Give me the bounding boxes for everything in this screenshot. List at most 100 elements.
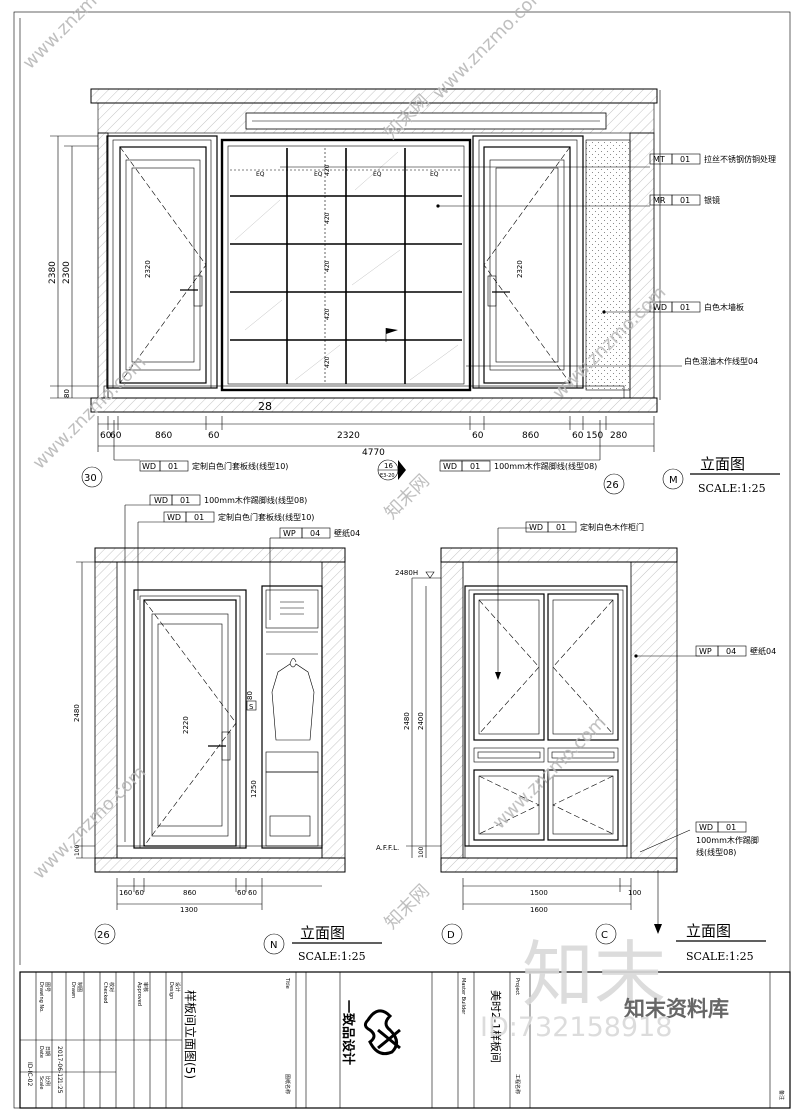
callout-mb-2-code: WD <box>443 462 457 471</box>
tb-scale: 1:25 <box>56 1080 63 1094</box>
callout-mb-1-code: WD <box>142 462 156 471</box>
n-dim-left-1: 2480 <box>73 704 81 722</box>
tb-label-scale: Scale <box>38 1076 44 1089</box>
callout-n-1-text: 100mm木作踢脚线(线型08) <box>204 495 307 505</box>
n-dim-b-2: 60 <box>135 889 144 897</box>
tb-label-drawing-no: Drawing No. <box>38 982 44 1013</box>
section-marker-bottom: E3-20 <box>380 473 395 479</box>
d-axis-right: C <box>601 930 608 941</box>
n-tag-label: S <box>249 703 254 711</box>
n-wardrobe <box>261 585 323 849</box>
d-dim-b-2: 100 <box>628 889 641 897</box>
flag-mark <box>386 328 398 334</box>
callout-n-1-num: 01 <box>180 496 190 505</box>
n-tag <box>246 700 257 711</box>
callout-d-2-text: 壁纸04 <box>750 646 776 656</box>
wm-site-1: www.znzmo.com <box>19 0 141 74</box>
d-door-bl <box>473 769 545 841</box>
tb-label-jiaodui: 校对 <box>108 982 115 992</box>
elevation-m-scale: SCALE:1:25 <box>698 482 766 495</box>
callout-n-2-text: 定制白色门套板线(线型10) <box>218 512 314 522</box>
d-wall-left <box>440 561 464 859</box>
tb-label-title: Title <box>284 977 290 989</box>
callout-d-3-code: WD <box>699 823 713 832</box>
callout-n-2-code: WD <box>167 513 181 522</box>
callout-m-2-text: 银镜 <box>704 195 720 205</box>
d-ceiling <box>440 547 678 563</box>
glass-dim-1: EQ <box>256 171 265 178</box>
d-dim-total: 1600 <box>530 906 548 914</box>
dim-b-4: 60 <box>208 431 220 441</box>
elevation-n-letter: N <box>270 940 277 951</box>
wall-right <box>629 132 655 399</box>
n-axis-marker <box>94 923 116 945</box>
tb-label-date: Date <box>38 1046 44 1058</box>
d-door-tr <box>547 593 619 741</box>
dim-b-9: 150 <box>586 431 603 441</box>
d-wall-right <box>630 561 678 859</box>
wm-brand-3: 知末网 <box>381 881 434 934</box>
elevation-n-scale: SCALE:1:25 <box>298 950 366 963</box>
tb-drawing-no: ID-IC-02 <box>26 1062 33 1086</box>
dim-b-3: 860 <box>155 431 172 441</box>
elevation-m-letter-marker <box>662 468 684 490</box>
n-shirt-icon <box>271 663 315 741</box>
dim-b-2: 60 <box>110 431 122 441</box>
callout-d-3-num: 01 <box>726 823 736 832</box>
dim-left-chain: 2380 2300 80 <box>48 135 98 399</box>
door-right-frame <box>472 135 584 389</box>
door-left-height: 2320 <box>144 260 152 278</box>
n-dim-b-1: 160 <box>119 889 132 897</box>
glass-row-dim-4: 420 <box>324 308 331 320</box>
axis-26-marker <box>603 473 625 495</box>
wm-id: ID:732158918 <box>480 1012 672 1043</box>
mirror-frame <box>220 138 472 392</box>
n-dim-left-2: 100 <box>74 844 81 856</box>
glass-row-dim-2: 420 <box>324 212 331 224</box>
n-wall-right <box>321 561 346 859</box>
dim-b-7: 860 <box>522 431 539 441</box>
tb-label-drawn: Drawn <box>70 982 76 998</box>
callouts-m-right: MT 01 拉丝不锈钢仿铜处理 MR 01 银镜 WD 01 白色木墙板 白色混… <box>280 90 776 400</box>
callout-mb-2-text: 100mm木作踢脚线(线型08) <box>494 461 597 471</box>
mirror-reflection-lines <box>234 151 459 381</box>
tb-label-riqi: 日期 <box>44 1046 50 1056</box>
d-dim-left-2: 2400 <box>417 712 425 730</box>
d-axis-right-marker <box>595 923 617 945</box>
wall-panel-right <box>585 139 631 391</box>
tb-label-zhitu: 制图 <box>76 982 83 992</box>
callout-d-3-line2: 线(线型08) <box>696 847 736 857</box>
callout-n-3-text: 壁纸04 <box>334 528 360 538</box>
callout-mb-2-num: 01 <box>470 462 480 471</box>
tb-label-master: Master Builder <box>460 978 466 1015</box>
wm-brand-big: 知末 <box>522 933 666 1017</box>
tb-project: 美时2-1样板间 <box>489 990 503 1063</box>
callout-mb-1-text: 定制白色门套板线(线型10) <box>192 461 288 471</box>
d-axis-left-marker <box>441 923 463 945</box>
mirror-grid <box>230 148 462 384</box>
d-door-tl <box>473 593 545 741</box>
callout-n-1-code: WD <box>154 496 168 505</box>
callout-m-2-num: 01 <box>680 196 690 205</box>
tb-label-approved: Approved <box>136 982 142 1006</box>
axis-26-label: 26 <box>606 480 619 491</box>
tb-label-bili: 比例 <box>44 1076 51 1086</box>
tb-label-tuzhi: 图纸名称 <box>284 1074 291 1094</box>
callout-m-1-num: 01 <box>680 155 690 164</box>
elevation-d: 2480H A.F.F.L. 2480 2400 100 1500 100 16… <box>376 521 776 963</box>
d-level-bottom: A.F.F.L. <box>376 844 399 852</box>
d-dim-b-1: 1500 <box>530 889 548 897</box>
axis-30-marker <box>81 466 103 488</box>
elevation-m-title: 立面图 <box>700 455 745 473</box>
n-door-frame <box>133 589 247 849</box>
n-side-dim-2: 1250 <box>250 780 258 798</box>
d-door-br <box>547 769 619 841</box>
callout-d-1-num: 01 <box>556 523 566 532</box>
n-ceiling <box>94 547 346 563</box>
door-left-handle <box>193 275 203 307</box>
callout-d-1-text: 定制白色木作柜门 <box>580 522 644 532</box>
d-axis-left: D <box>447 930 455 941</box>
glass-row-dim-5: 420 <box>324 356 331 368</box>
n-axis-label: 26 <box>97 930 110 941</box>
